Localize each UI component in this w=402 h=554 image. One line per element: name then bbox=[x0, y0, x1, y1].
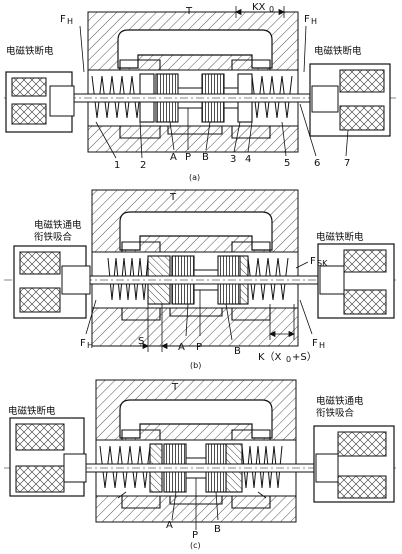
panel-c: T 电磁铁断电 电磁铁通电 衔铁吸合 A P B (c) bbox=[4, 379, 398, 550]
panel-a-label-fh-right: F bbox=[304, 14, 310, 25]
panel-a: T F H F H KX 0 电磁铁断电 电磁铁断电 1 2 A P B 3 4… bbox=[4, 2, 398, 182]
panel-b-coil-left-label-1: 电磁铁通电 bbox=[34, 219, 82, 231]
panel-b-right-spring bbox=[247, 257, 289, 301]
panel-a-label-fh-left-sub: H bbox=[67, 17, 73, 26]
panel-a-port-a: A bbox=[170, 152, 177, 163]
panel-c-t-channel bbox=[119, 399, 273, 439]
panel-c-port-a: A bbox=[166, 520, 173, 531]
panel-c-left-spring bbox=[99, 445, 151, 489]
panel-b-port-b: B bbox=[234, 346, 241, 357]
panel-b-label-fh-right-sub: H bbox=[319, 341, 325, 350]
panel-b-coil-left-label-2: 衔铁吸合 bbox=[34, 231, 73, 243]
panel-b-t-channel bbox=[119, 211, 273, 251]
panel-b-left-spring bbox=[107, 257, 149, 301]
panel-b-coil-right-label: 电磁铁断电 bbox=[316, 231, 364, 243]
panel-b-port-p: P bbox=[196, 342, 202, 353]
panel-a-label-fh-left: F bbox=[60, 14, 66, 25]
panel-b-port-a: A bbox=[178, 342, 185, 353]
panel-a-left-spring bbox=[91, 75, 143, 119]
panel-c-caption: (c) bbox=[190, 541, 201, 550]
panel-b-label-k-sub: 0 bbox=[286, 355, 291, 364]
panel-b-label-t: T bbox=[169, 192, 177, 203]
panel-c-port-p: P bbox=[192, 530, 198, 541]
panel-c-right-solenoid bbox=[313, 425, 395, 503]
panel-a-part-6: 6 bbox=[314, 158, 320, 169]
panel-c-right-spring bbox=[241, 445, 283, 489]
panel-c-coil-left-label: 电磁铁断电 bbox=[8, 405, 56, 417]
panel-a-part-2: 2 bbox=[140, 160, 146, 171]
panel-b-label-s: S bbox=[138, 336, 144, 347]
panel-a-coil-right-label: 电磁铁断电 bbox=[314, 45, 362, 57]
panel-b-right-solenoid bbox=[317, 243, 395, 319]
panel-b-label-fh-right: F bbox=[312, 338, 318, 349]
panel-b-label-k-tail: +S） bbox=[292, 351, 317, 363]
panel-c-port-b: B bbox=[214, 524, 221, 535]
panel-c-coil-right-label-2: 衔铁吸合 bbox=[316, 407, 355, 419]
panel-a-label-fh-right-sub: H bbox=[311, 17, 317, 26]
panel-a-right-spring bbox=[251, 75, 293, 119]
panel-a-part-7: 7 bbox=[344, 158, 350, 169]
panel-b-label-fh-left-sub: H bbox=[87, 341, 93, 350]
panel-b-label-fsk-sub: SK bbox=[317, 259, 328, 268]
panel-c-label-t: T bbox=[171, 382, 179, 393]
panel-b-label-fh-left: F bbox=[80, 338, 86, 349]
panel-c-coil-right-label-1: 电磁铁通电 bbox=[316, 395, 364, 407]
panel-a-left-solenoid bbox=[5, 71, 75, 133]
panel-a-right-solenoid bbox=[309, 63, 391, 137]
panel-a-t-channel bbox=[117, 29, 273, 69]
panel-a-port-b: B bbox=[202, 152, 209, 163]
panel-a-label-t: T bbox=[185, 6, 193, 17]
panel-a-label-kx: KX bbox=[252, 2, 266, 13]
panel-a-part-1: 1 bbox=[114, 160, 120, 171]
panel-a-caption: (a) bbox=[189, 173, 200, 182]
panel-a-part-3: 3 bbox=[230, 154, 236, 165]
panel-b-caption: (b) bbox=[190, 361, 201, 370]
panel-a-coil-left-label: 电磁铁断电 bbox=[6, 45, 54, 57]
panel-c-left-solenoid bbox=[9, 417, 87, 497]
panel-a-part-4: 4 bbox=[245, 154, 251, 165]
panel-a-label-kx-sub: 0 bbox=[269, 5, 274, 14]
panel-a-port-p: P bbox=[185, 152, 191, 163]
panel-b-label-k: K（X bbox=[258, 351, 282, 363]
panel-b-left-solenoid bbox=[13, 245, 91, 319]
panel-b-label-fsk: F bbox=[310, 256, 316, 267]
panel-a-part-5: 5 bbox=[284, 158, 290, 169]
panel-b: T 电磁铁通电 衔铁吸合 电磁铁断电 F H F H F SK S A P B … bbox=[4, 189, 398, 370]
